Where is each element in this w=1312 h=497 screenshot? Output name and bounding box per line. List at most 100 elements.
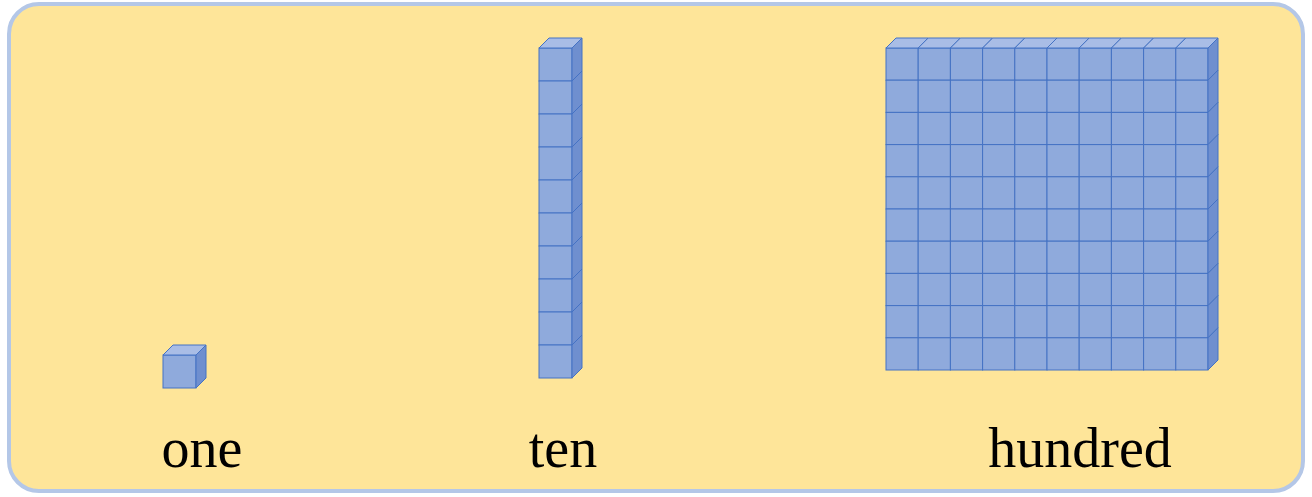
hundred-flat <box>886 38 1218 370</box>
cube-face <box>1047 80 1079 112</box>
cube-face <box>950 145 982 177</box>
cube-face <box>539 180 572 213</box>
cube-face <box>1144 241 1176 273</box>
cube-face <box>1111 241 1143 273</box>
cube-face <box>539 213 572 246</box>
cube-face <box>950 48 982 80</box>
cube-face <box>918 338 950 370</box>
cube-face <box>1015 338 1047 370</box>
cube-face <box>1144 145 1176 177</box>
cube-face <box>886 338 918 370</box>
cube-face <box>539 246 572 279</box>
cube-face <box>983 306 1015 338</box>
cube-face <box>1111 177 1143 209</box>
cube-face <box>983 338 1015 370</box>
cube-face <box>918 241 950 273</box>
cube-face <box>983 241 1015 273</box>
cube-face <box>1176 338 1208 370</box>
cube-face <box>983 177 1015 209</box>
cube-face <box>1111 209 1143 241</box>
cube-face <box>1079 338 1111 370</box>
cube-face <box>950 241 982 273</box>
cube-face <box>1176 80 1208 112</box>
cube-face <box>1079 241 1111 273</box>
cube-face <box>1144 80 1176 112</box>
cube-face <box>886 177 918 209</box>
cube-face <box>1047 112 1079 144</box>
cube-face <box>983 209 1015 241</box>
cube-face <box>983 145 1015 177</box>
cube-face <box>1176 112 1208 144</box>
cube-face <box>1144 273 1176 305</box>
cube-face <box>918 209 950 241</box>
cube-face <box>1079 177 1111 209</box>
cube-face <box>1079 48 1111 80</box>
cube-face <box>1144 177 1176 209</box>
cube-face <box>886 145 918 177</box>
cube-face <box>1015 209 1047 241</box>
cube-face <box>950 112 982 144</box>
cube-side <box>572 335 582 378</box>
cube-face <box>918 80 950 112</box>
cube-face <box>918 273 950 305</box>
cube-face <box>1111 273 1143 305</box>
cube-face <box>1111 80 1143 112</box>
cube-face <box>539 279 572 312</box>
cube-face <box>539 345 572 378</box>
cube-face <box>950 273 982 305</box>
block-label: one <box>162 420 243 476</box>
cube-face <box>1144 338 1176 370</box>
cube-face <box>950 80 982 112</box>
cube-face <box>886 241 918 273</box>
cube-face <box>1015 80 1047 112</box>
cube-face <box>1079 209 1111 241</box>
cube-face <box>1176 209 1208 241</box>
cube-face <box>886 273 918 305</box>
block-label: ten <box>529 420 597 476</box>
cube-face <box>1079 273 1111 305</box>
cube-face <box>1144 48 1176 80</box>
cube-face <box>1047 241 1079 273</box>
cube-face <box>1111 48 1143 80</box>
cube-face <box>539 147 572 180</box>
cube-face <box>1111 338 1143 370</box>
cube-face <box>1047 306 1079 338</box>
cube-face <box>886 80 918 112</box>
cube-face <box>886 306 918 338</box>
cube-face <box>1079 112 1111 144</box>
block-label: hundred <box>988 420 1172 476</box>
cube-face <box>1015 112 1047 144</box>
cube-face <box>1015 48 1047 80</box>
cube-face <box>886 112 918 144</box>
cube-face <box>886 48 918 80</box>
cube-face <box>1015 145 1047 177</box>
cube-face <box>1111 145 1143 177</box>
cube-face <box>1047 338 1079 370</box>
unit-cube <box>163 345 206 388</box>
cube-face <box>950 177 982 209</box>
cube-face <box>1176 145 1208 177</box>
cube-face <box>539 81 572 114</box>
blocks <box>163 38 1218 388</box>
cube-face <box>163 355 196 388</box>
cube-face <box>1176 306 1208 338</box>
ten-rod <box>539 38 582 378</box>
cube-face <box>1144 209 1176 241</box>
cube-face <box>539 48 572 81</box>
cube-face <box>1047 273 1079 305</box>
cube-face <box>539 312 572 345</box>
cube-face <box>1079 145 1111 177</box>
cube-face <box>950 306 982 338</box>
cube-face <box>1047 177 1079 209</box>
cube-face <box>1015 273 1047 305</box>
cube-face <box>1015 306 1047 338</box>
cube-face <box>918 112 950 144</box>
cube-face <box>983 112 1015 144</box>
cube-face <box>918 48 950 80</box>
cube-face <box>918 306 950 338</box>
cube-face <box>886 209 918 241</box>
cube-face <box>1015 241 1047 273</box>
cube-face <box>1144 306 1176 338</box>
cube-face <box>1111 112 1143 144</box>
